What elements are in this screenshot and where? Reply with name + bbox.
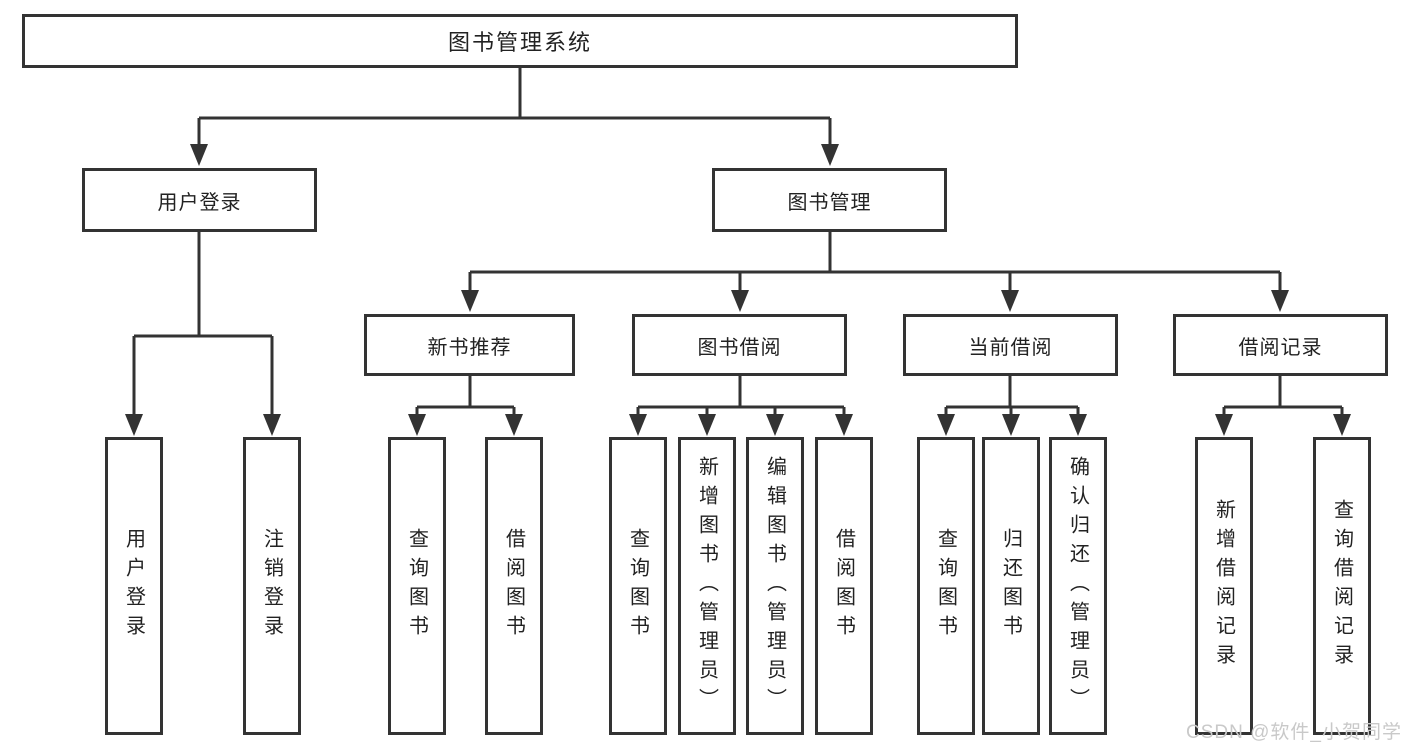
connector-current-borrow-trunk <box>946 376 1078 409</box>
connector-book-management-trunk <box>470 232 1280 274</box>
leaf-bb-query-books-label: 查询图书 <box>626 528 649 644</box>
leaf-user-login: 用户登录 <box>105 437 163 735</box>
node-borrow-records: 借阅记录 <box>1173 314 1388 376</box>
connector-book-management-group <box>461 232 1289 312</box>
leaf-cb-confirm-return-admin-label: 确认归还（管理员） <box>1066 455 1089 717</box>
leaf-br-query-record-label: 查询借阅记录 <box>1330 499 1353 673</box>
node-current-borrow: 当前借阅 <box>903 314 1118 376</box>
leaf-bb-borrow-books: 借阅图书 <box>815 437 873 735</box>
node-current-borrow-label: 当前借阅 <box>968 336 1053 359</box>
leaf-nb-borrow-books-label: 借阅图书 <box>502 528 525 644</box>
connector-new-book-group <box>408 376 523 436</box>
leaf-user-login-label: 用户登录 <box>122 528 145 644</box>
leaf-nb-borrow-books: 借阅图书 <box>485 437 543 735</box>
connector-root-trunk <box>199 68 830 120</box>
leaf-cb-return-books: 归还图书 <box>982 437 1040 735</box>
arrowhead-user-login <box>190 144 208 166</box>
leaf-logout: 注销登录 <box>243 437 301 735</box>
arrowhead-new-book <box>461 290 479 312</box>
arrowhead-bb-add <box>698 414 716 436</box>
arrowhead-book-borrow <box>731 290 749 312</box>
leaf-cb-return-books-label: 归还图书 <box>999 528 1022 644</box>
node-user-login-label: 用户登录 <box>157 191 242 214</box>
leaf-bb-edit-books-admin: 编辑图书（管理员） <box>746 437 804 735</box>
arrowhead-nb-query <box>408 414 426 436</box>
arrowhead-leaf-logout <box>263 414 281 436</box>
connector-new-book-drops <box>415 407 516 418</box>
node-book-borrow-label: 图书借阅 <box>697 336 782 359</box>
leaf-nb-query-books: 查询图书 <box>388 437 446 735</box>
node-book-management-label: 图书管理 <box>787 191 872 214</box>
connector-book-management-drops <box>468 272 1282 296</box>
connector-root-drops <box>197 118 832 150</box>
leaf-bb-query-books: 查询图书 <box>609 437 667 735</box>
connector-new-book-trunk <box>417 376 514 409</box>
leaf-cb-confirm-return-admin: 确认归还（管理员） <box>1049 437 1107 735</box>
connector-book-borrow-drops <box>636 407 846 418</box>
connector-root <box>190 68 839 166</box>
leaf-bb-edit-books-admin-label: 编辑图书（管理员） <box>763 455 786 717</box>
connector-current-borrow-group <box>937 376 1087 436</box>
leaf-logout-label: 注销登录 <box>260 528 283 644</box>
node-root-label: 图书管理系统 <box>447 30 592 55</box>
arrowhead-bb-query <box>629 414 647 436</box>
leaf-br-add-record: 新增借阅记录 <box>1195 437 1253 735</box>
arrowhead-book-management <box>821 144 839 166</box>
leaf-br-add-record-label: 新增借阅记录 <box>1212 499 1235 673</box>
arrowhead-nb-borrow <box>505 414 523 436</box>
node-borrow-records-label: 借阅记录 <box>1238 336 1323 359</box>
leaf-br-query-record: 查询借阅记录 <box>1313 437 1371 735</box>
connector-book-borrow-group <box>629 376 853 436</box>
node-new-book-recommend: 新书推荐 <box>364 314 575 376</box>
connector-borrow-records-group <box>1215 376 1351 436</box>
arrowhead-leaf-user-login <box>125 414 143 436</box>
arrowhead-br-query <box>1333 414 1351 436</box>
node-root: 图书管理系统 <box>22 14 1018 68</box>
leaf-nb-query-books-label: 查询图书 <box>405 528 428 644</box>
connector-user-login-trunk <box>134 232 272 338</box>
leaf-bb-add-books-admin: 新增图书（管理员） <box>678 437 736 735</box>
connector-borrow-records-trunk <box>1224 376 1342 409</box>
node-book-borrow: 图书借阅 <box>632 314 847 376</box>
node-user-login: 用户登录 <box>82 168 317 232</box>
leaf-cb-query-books: 查询图书 <box>917 437 975 735</box>
arrowhead-bb-borrow <box>835 414 853 436</box>
arrowhead-bb-edit <box>766 414 784 436</box>
arrowhead-br-add <box>1215 414 1233 436</box>
arrowhead-cb-return <box>1002 414 1020 436</box>
connector-user-login-drops <box>132 336 274 418</box>
node-book-management: 图书管理 <box>712 168 947 232</box>
connector-book-borrow-trunk <box>638 376 844 409</box>
arrowhead-cb-confirm <box>1069 414 1087 436</box>
arrowhead-current-borrow <box>1001 290 1019 312</box>
connector-borrow-records-drops <box>1222 407 1344 418</box>
leaf-bb-add-books-admin-label: 新增图书（管理员） <box>695 455 718 717</box>
leaf-cb-query-books-label: 查询图书 <box>934 528 957 644</box>
connector-user-login-group <box>125 232 281 436</box>
watermark: CSDN @软件_小贺同学 <box>1186 722 1402 743</box>
leaf-bb-borrow-books-label: 借阅图书 <box>832 528 855 644</box>
arrowhead-cb-query <box>937 414 955 436</box>
node-new-book-recommend-label: 新书推荐 <box>427 336 512 359</box>
arrowhead-borrow-records <box>1271 290 1289 312</box>
